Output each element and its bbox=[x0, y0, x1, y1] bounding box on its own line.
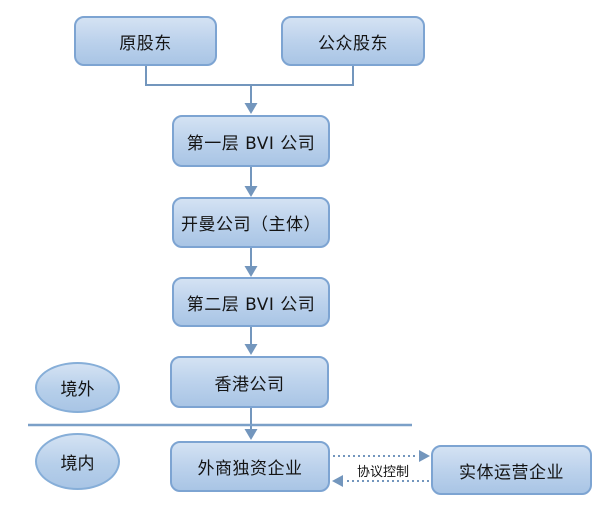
region-label: 境外 bbox=[60, 380, 95, 400]
node-label: 第一层 BVI 公司 bbox=[186, 133, 316, 154]
arrowhead-down-icon bbox=[244, 186, 258, 197]
node-label: 第二层 BVI 公司 bbox=[186, 294, 316, 315]
arrowhead-down-icon bbox=[244, 429, 258, 440]
arrowhead-down-icon bbox=[244, 266, 258, 277]
node-bvi-tier2: 第二层 BVI 公司 bbox=[172, 277, 330, 327]
node-cayman-entity: 开曼公司（主体） bbox=[172, 197, 330, 248]
node-label: 开曼公司（主体） bbox=[181, 215, 321, 235]
node-label: 外商独资企业 bbox=[197, 459, 303, 479]
node-bvi-tier1: 第一层 BVI 公司 bbox=[172, 115, 330, 167]
node-original-shareholders: 原股东 bbox=[74, 16, 217, 66]
arrowhead-down-icon bbox=[244, 103, 258, 114]
region-offshore-ellipse: 境外 bbox=[35, 362, 120, 413]
arrowhead-down-icon bbox=[244, 344, 258, 355]
node-label: 实体运营企业 bbox=[459, 462, 564, 483]
vie-agreement-edge-label: 协议控制 bbox=[356, 465, 409, 480]
node-label: 公众股东 bbox=[318, 33, 388, 54]
arrowhead-left-icon bbox=[332, 475, 343, 487]
node-label: 原股东 bbox=[119, 33, 172, 54]
node-wfoe: 外商独资企业 bbox=[170, 441, 330, 492]
region-onshore-ellipse: 境内 bbox=[35, 433, 120, 490]
region-label: 境内 bbox=[60, 454, 95, 474]
node-operating-entity: 实体运营企业 bbox=[431, 445, 592, 495]
node-public-shareholders: 公众股东 bbox=[281, 16, 425, 66]
node-hongkong-company: 香港公司 bbox=[170, 356, 329, 408]
junction-connector bbox=[145, 66, 354, 104]
node-label: 香港公司 bbox=[214, 374, 285, 395]
